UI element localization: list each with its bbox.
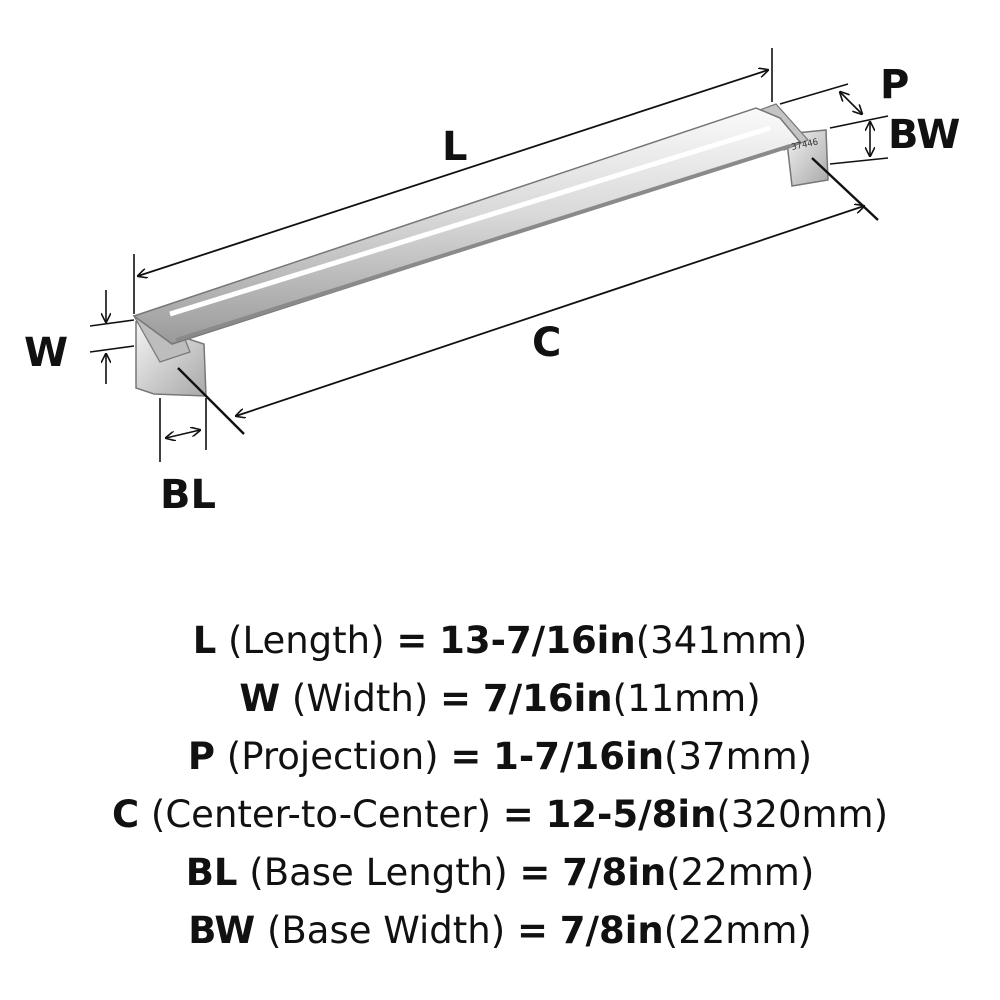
spec-row-base-length: BL (Base Length) = 7/8in(22mm) [0,844,1000,902]
spec-row-width: W (Width) = 7/16in(11mm) [0,670,1000,728]
spec-equals: = [450,735,482,778]
spec-name: (Projection) [226,735,439,778]
ext-line-bw-bottom [829,157,889,165]
spec-imperial: 13-7/16in [439,619,636,662]
spec-code: W [239,677,281,720]
label-l: L [442,124,468,170]
spec-code: BL [185,851,238,894]
spec-metric: (22mm) [666,851,815,894]
spec-row-projection: P (Projection) = 1-7/16in(37mm) [0,728,1000,786]
label-c: C [532,320,561,366]
spec-code: L [192,619,217,662]
spec-row-length: L (Length) = 13-7/16in(341mm) [0,612,1000,670]
spec-code: P [187,735,216,778]
spec-imperial: 7/8in [559,909,664,952]
spec-code: BW [188,909,256,952]
spec-name: (Base Width) [266,909,506,952]
ext-line-w-bottom [89,345,135,353]
spec-metric: (22mm) [663,909,812,952]
bar-shadow [175,144,791,342]
bar-highlight [169,125,771,317]
ext-line-w-top [89,319,135,327]
center-line-left [177,367,245,435]
spec-imperial: 7/16in [482,677,613,720]
spec-row-base-width: BW (Base Width) = 7/8in(22mm) [0,902,1000,960]
spec-imperial: 7/8in [562,851,667,894]
handle-illustration: 37446 [132,103,829,397]
spec-name: (Length) [228,619,385,662]
label-w: W [24,330,68,376]
dim-line-c [236,206,864,416]
spec-name: (Center-to-Center) [150,793,492,836]
spec-imperial: 1-7/16in [493,735,665,778]
spec-row-center-to-center: C (Center-to-Center) = 12-5/8in(320mm) [0,786,1000,844]
spec-equals: = [396,619,428,662]
label-bl: BL [160,472,216,518]
handle-dimension-diagram: 37446 L C P BW W BL [24,48,960,518]
spec-equals: = [516,909,548,952]
spec-list: L (Length) = 13-7/16in(341mm) W (Width) … [0,612,1000,960]
spec-equals: = [440,677,472,720]
center-line-right [811,157,879,221]
spec-imperial: 12-5/8in [545,793,717,836]
spec-metric: (341mm) [635,619,808,662]
spec-metric: (11mm) [612,677,761,720]
ext-line-p [779,83,849,105]
spec-equals: = [502,793,534,836]
label-bw: BW [888,112,960,158]
spec-equals: = [519,851,551,894]
spec-code: C [111,793,140,836]
label-p: P [880,62,909,108]
dim-line-p [840,92,862,114]
dim-line-bl [166,430,200,438]
spec-name: (Width) [291,677,429,720]
spec-metric: (320mm) [716,793,889,836]
spec-name: (Base Length) [249,851,508,894]
ext-line-bw-top [829,115,889,129]
spec-metric: (37mm) [664,735,813,778]
